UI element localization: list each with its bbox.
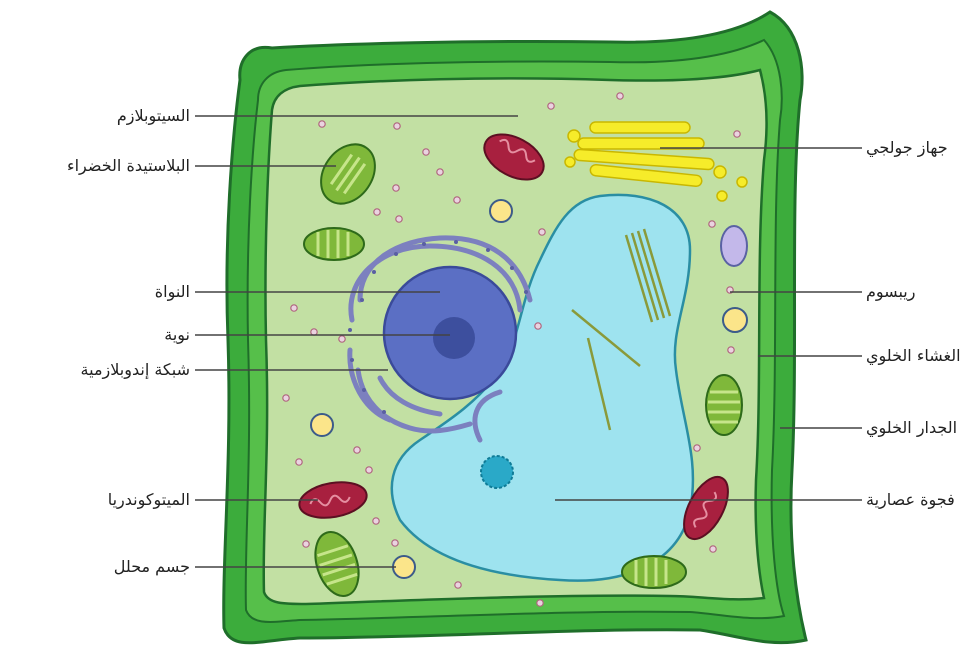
label-endoplasmic-reticulum: شبكة إندوبلازمية	[81, 360, 190, 380]
label-lysosome: جسم محلل	[114, 557, 190, 577]
label-cytoplasm: السيتوبلازم	[117, 106, 190, 126]
chloroplast-2	[304, 228, 364, 260]
label-nucleus: النواة	[155, 282, 190, 302]
label-nucleolus: نوية	[164, 325, 190, 345]
vesicle-purple	[721, 226, 747, 266]
label-chloroplast: البلاستيدة الخضراء	[67, 156, 190, 176]
label-cell-wall: الجدار الخلوي	[866, 418, 957, 438]
label-vacuole: فجوة عصارية	[866, 490, 955, 510]
label-cell-membrane: الغشاء الخلوي	[866, 346, 961, 366]
label-golgi: جهاز جولجي	[866, 138, 948, 158]
chloroplast-3	[706, 375, 742, 435]
label-ribosome: ريبسوم	[866, 282, 915, 302]
vacuole-inclusion	[481, 456, 513, 488]
nucleolus	[433, 317, 475, 359]
label-mitochondria: الميتوكوندريا	[108, 490, 190, 510]
chloroplast-5	[622, 556, 686, 588]
